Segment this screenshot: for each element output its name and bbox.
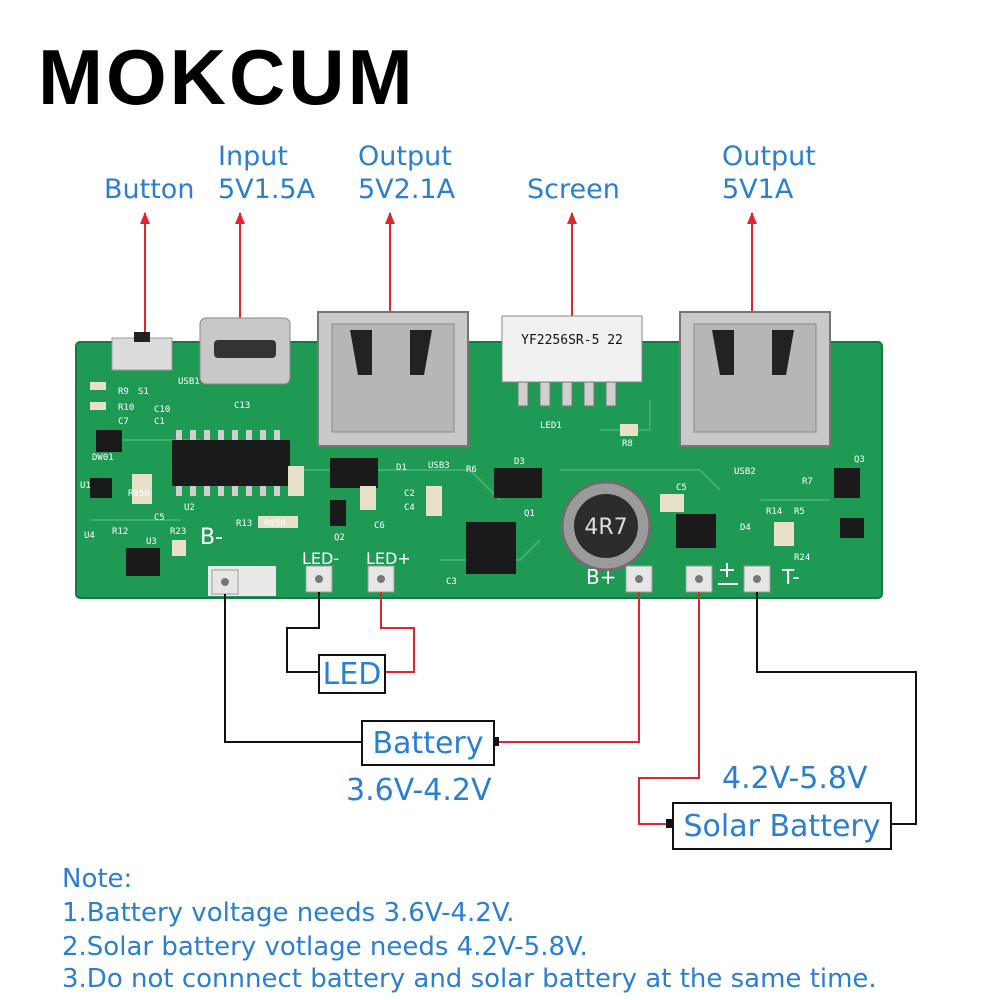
silk-label: R9 xyxy=(118,387,129,397)
silk-label: USB3 xyxy=(428,461,450,471)
silk-label: D3 xyxy=(514,457,525,467)
silk-label: R24 xyxy=(794,553,810,563)
solar-plus-marking xyxy=(718,563,738,585)
screen-arrow-head xyxy=(567,212,577,224)
pad-label-bplus: B+ xyxy=(586,565,616,589)
smd-components xyxy=(90,430,864,576)
silk-label: C10 xyxy=(154,405,170,415)
pad-label-ledplus: LED+ xyxy=(366,549,411,568)
battery-voltage: 3.6V-4.2V xyxy=(346,773,492,808)
silk-label: R23 xyxy=(170,527,186,537)
silk-label: C5 xyxy=(676,483,687,493)
wire-led-minus xyxy=(286,592,320,673)
silk-label: C13 xyxy=(234,401,250,411)
silk-label: DW01 xyxy=(92,453,114,463)
input-label: Input xyxy=(218,141,288,172)
brand-logo: MOKCUM xyxy=(38,33,416,121)
wire-solar-plus xyxy=(638,592,700,825)
wire-battery-minus xyxy=(224,594,362,743)
wire-solar-minus xyxy=(756,592,917,825)
silk-label: C7 xyxy=(118,417,129,427)
silk-label: R13 xyxy=(236,519,252,529)
silkscreen-labels: USB1 R9 S1 R10 C7 C10 C13 C1 DW01 U1 R05… xyxy=(80,377,865,587)
silk-label: D1 xyxy=(396,463,407,473)
silk-label: R050 xyxy=(128,489,150,499)
silk-label: U3 xyxy=(146,537,157,547)
output1-label: Output xyxy=(358,141,452,172)
wire-battery-plus xyxy=(496,592,640,743)
pad-label-tminus: T- xyxy=(781,565,800,589)
push-button-cap xyxy=(134,332,150,342)
silk-label: C5 xyxy=(154,513,165,523)
silk-label: C4 xyxy=(404,503,415,513)
silk-label: C2 xyxy=(404,489,415,499)
battery-box: Battery xyxy=(361,720,495,766)
led-box: LED xyxy=(318,654,386,694)
button-label: Button xyxy=(104,174,195,205)
silk-label: D4 xyxy=(740,523,751,533)
silk-label: S1 xyxy=(138,387,149,397)
silk-label: C6 xyxy=(374,521,385,531)
silk-label: C1 xyxy=(154,417,165,427)
silk-label: U4 xyxy=(84,531,95,541)
passive-components xyxy=(90,382,794,556)
input-arrow-head xyxy=(235,212,245,224)
button-arrow-head xyxy=(140,212,150,224)
screen-label: Screen xyxy=(527,174,620,205)
solar-battery-box: Solar Battery xyxy=(672,802,892,850)
input-rating-label: 5V1.5A xyxy=(218,174,316,205)
wiring xyxy=(224,592,917,825)
silk-label: R6 xyxy=(466,465,477,475)
silk-label: R8 xyxy=(622,439,633,449)
silk-label: Q3 xyxy=(854,455,865,465)
pad-label-bminus: B- xyxy=(200,525,223,550)
note-item: 3.Do not connnect battery and solar batt… xyxy=(62,964,877,994)
main-ic-chip xyxy=(172,440,290,486)
solder-pads xyxy=(211,565,771,595)
display-part-number: YF2256SR-5 22 xyxy=(521,333,623,348)
output2-rating-label: 5V1A xyxy=(722,174,794,205)
output1-rating-label: 5V2.1A xyxy=(358,174,456,205)
silk-label: U2 xyxy=(184,503,195,513)
output1-arrow-head xyxy=(385,212,395,224)
silk-label: USB2 xyxy=(734,467,756,477)
silk-label: LED1 xyxy=(540,421,562,431)
silk-label: R12 xyxy=(112,527,128,537)
inductor-marking: 4R7 xyxy=(584,515,627,540)
wire-led-plus xyxy=(380,592,415,673)
note-item: 1.Battery voltage needs 3.6V-4.2V. xyxy=(62,898,515,928)
note-heading: Note: xyxy=(62,864,133,894)
output2-arrow-head xyxy=(747,212,757,224)
silk-label: Q1 xyxy=(524,509,535,519)
push-button xyxy=(111,337,173,371)
silk-label: R5 xyxy=(794,507,805,517)
silk-label: C3 xyxy=(446,577,457,587)
solar-voltage: 4.2V-5.8V xyxy=(722,761,868,796)
silk-label: U1 xyxy=(80,481,91,491)
solar-terminal xyxy=(666,819,675,828)
pad-label-ledminus: LED- xyxy=(302,549,339,568)
note-item: 2.Solar battery votlage needs 4.2V-5.8V. xyxy=(62,932,588,962)
silk-label: USB1 xyxy=(178,377,200,387)
silk-label: R7 xyxy=(802,477,813,487)
display-module xyxy=(501,315,643,383)
brand-logo-box xyxy=(32,32,502,136)
silk-label: R10 xyxy=(118,403,134,413)
silk-label: R14 xyxy=(766,507,782,517)
silk-label: Q2 xyxy=(334,533,345,543)
silk-label: R050 xyxy=(264,519,286,529)
output2-label: Output xyxy=(722,141,816,172)
